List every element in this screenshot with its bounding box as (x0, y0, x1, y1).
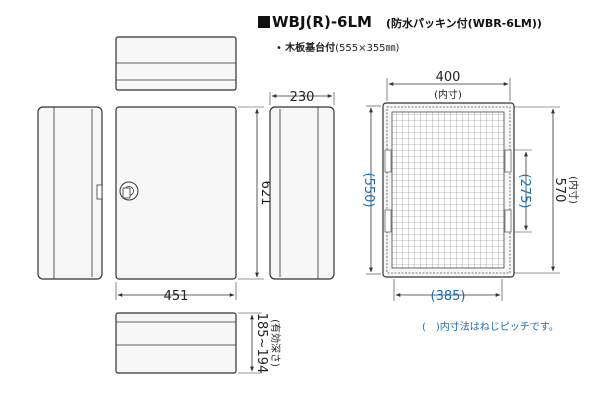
dim-depth: 230 (290, 90, 315, 105)
dim-effective-depth-note: (有効深さ) (269, 319, 282, 367)
left-side-view (37, 106, 103, 280)
dimension-230: 230 (269, 90, 335, 105)
dimension-275: (275) (514, 149, 532, 233)
product-title: WBJ(R)-6LM (防水パッキン付(WBR-6LM)) (258, 12, 542, 31)
title-square-marker (258, 16, 270, 28)
option-size: (555×355㎜) (335, 43, 400, 54)
inner-panel-view (382, 102, 515, 278)
model-number: WBJ(R)-6LM (272, 13, 372, 31)
dim-pitch-height-inner: (275) (517, 174, 532, 209)
model-subtitle: (防水パッキン付(WBR-6LM)) (385, 17, 542, 30)
dim-inner-height-note: (内寸) (567, 176, 580, 204)
dimension-400: 400 (内寸) (386, 70, 511, 101)
dimension-621: 621 (238, 106, 273, 280)
dimension-385: (385) (393, 279, 503, 304)
dim-height: 621 (258, 181, 273, 206)
bottom-view (115, 312, 237, 374)
dimension-451: 451 (115, 282, 237, 304)
right-side-view (269, 106, 335, 280)
dim-pitch-width: (385) (431, 289, 466, 304)
dimension-effective-depth: 185~194 (有効深さ) (238, 312, 282, 374)
dim-inner-height: 570 (552, 178, 567, 203)
top-view (115, 36, 237, 91)
dim-front-width: 451 (164, 289, 189, 304)
dimension-570: 570 (内寸) (514, 106, 580, 274)
dim-inner-width-note: (内寸) (434, 88, 462, 101)
bullet-mark: • (276, 43, 282, 54)
dim-inner-width: 400 (436, 70, 461, 85)
option-line: • 木板基台付(555×355㎜) (276, 39, 399, 54)
front-view (115, 106, 237, 280)
option-name: 木板基台付 (285, 43, 336, 54)
dim-pitch-height-outer: (550) (361, 173, 376, 208)
dim-effective-depth: 185~194 (254, 313, 269, 374)
dimension-550: (550) (361, 105, 381, 275)
pitch-note: ( )内寸法はねじピッチです。 (422, 322, 559, 333)
grid-board (391, 111, 505, 269)
